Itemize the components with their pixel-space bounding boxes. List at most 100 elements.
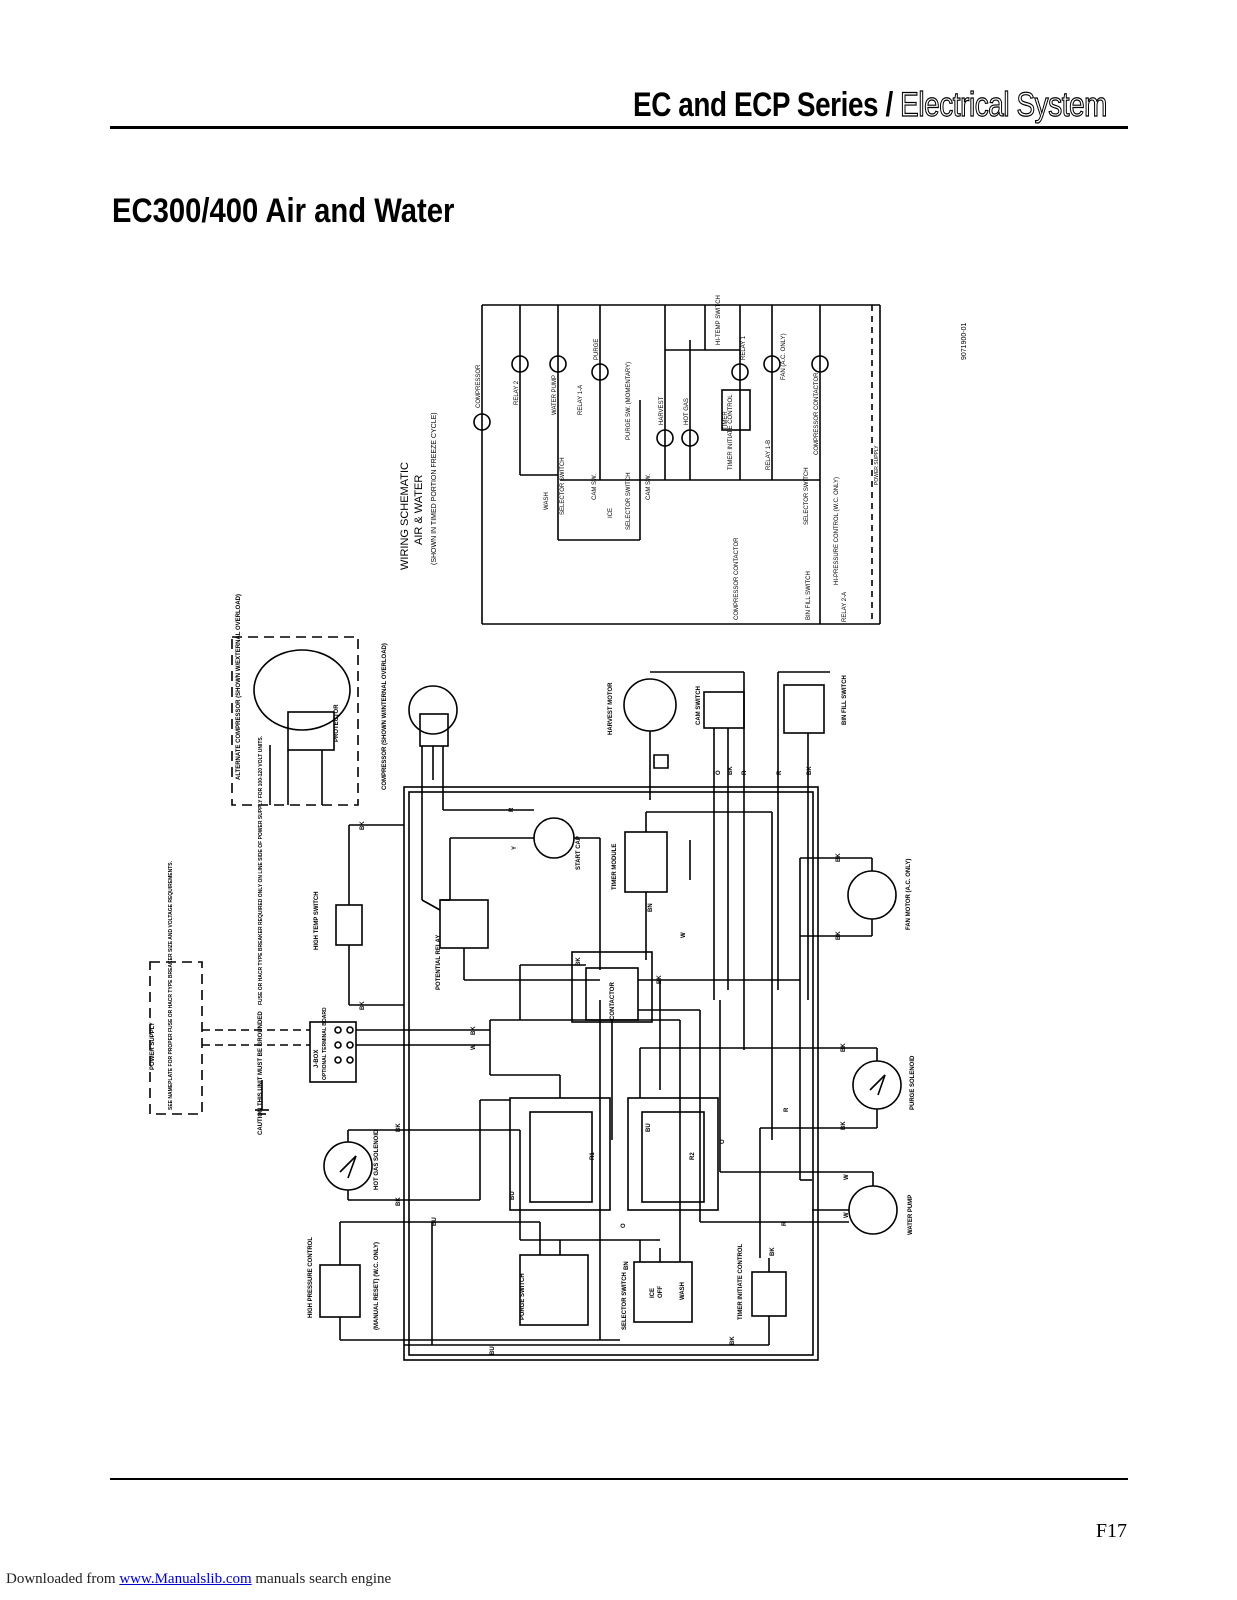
wire-tag-bk: BK (471, 1026, 477, 1035)
alt-compressor-shell (253, 649, 351, 731)
ladder-fan-mot (763, 355, 781, 373)
potential-relay-box (439, 899, 489, 949)
ladder-compressor-label: COMPRESSOR (476, 364, 482, 408)
ladder-fan-label: FAN (A.C. ONLY) (781, 333, 787, 380)
relay-r2-label: R2 (690, 1152, 696, 1160)
wire-tag-w: W (844, 1212, 850, 1218)
contactor-label: CONTACTOR (610, 982, 616, 1020)
jbox-box (309, 1021, 357, 1083)
alt-compressor-terminals (287, 711, 335, 751)
cam-switch-group (703, 691, 745, 1000)
selector-switch-box (633, 1261, 693, 1323)
wire-tag-r: R (509, 807, 515, 812)
wire-tag-bu: BU (646, 1123, 652, 1132)
manual-reset-label: (MANUAL RESET) (W.C. ONLY) (374, 1242, 380, 1330)
manualslib-link[interactable]: www.Manualslib.com (119, 1571, 252, 1587)
wire-tag-bk: BK (396, 1123, 402, 1132)
wire-tag-bk: BK (360, 821, 366, 830)
ladder-hi-pressure-label: HI-PRESSURE CONTROL (W.C. ONLY) (834, 477, 840, 585)
high-pressure-box (319, 1264, 361, 1318)
wire-tag-w: W (681, 932, 687, 938)
schematic-title: WIRING SCHEMATIC (399, 462, 411, 570)
wire-tag-bk: BK (576, 957, 582, 966)
ladder-schematic (473, 304, 881, 625)
ladder-harvest-mot (656, 429, 674, 447)
alt-compressor-group (231, 636, 359, 806)
ladder-timer-label: TIMER (723, 411, 729, 430)
ladder-cam-sw2-label: CAM SW. (646, 474, 652, 500)
relay-r1-box (529, 1111, 593, 1203)
footer-rule (110, 1478, 1128, 1480)
cam-switch-label: CAM SWITCH (696, 686, 702, 725)
cabinet-outline-outer (403, 786, 819, 1361)
wire-tag-o: O (621, 1223, 627, 1228)
high-temp-switch-box (335, 904, 363, 946)
nameplate-note: SEE NAMEPLATE FOR PROPER FUSE OR HACR TY… (168, 860, 174, 1110)
ladder-comp-contactor-label: COMPRESSOR CONTACTOR (814, 372, 820, 455)
ladder-cam-sw-label: CAM SW. (592, 474, 598, 500)
power-supply-box (149, 961, 203, 1115)
wire-tag-bn: BN (648, 903, 654, 912)
harvest-motor-symbol (623, 678, 677, 732)
selector-ice-label: ICE (650, 1288, 656, 1298)
ladder-purge-label: PURGE (594, 339, 600, 360)
high-pressure-label: HIGH PRESSURE CONTROL (308, 1237, 314, 1318)
ladder-harvest-label: HARVEST (659, 396, 665, 425)
fan-motor-label: FAN MOTOR (A.C. ONLY) (906, 859, 912, 930)
potential-relay-group (439, 899, 600, 981)
header-separator: / (878, 86, 901, 124)
wire-tag-bk: BK (770, 1247, 776, 1256)
ladder-relay1b-label: RELAY 1-B (766, 440, 772, 470)
ladder-labels: WIRING SCHEMATIC AIR & WATER (SHOWN IN T… (399, 295, 968, 622)
ladder-compressor-mot (473, 413, 491, 431)
compressor-group (408, 685, 458, 900)
fan-motor-group (799, 857, 897, 1180)
caution-label: CAUTION THIS UNIT MUST BE GROUNDED (258, 1011, 264, 1135)
water-pump-symbol (848, 1185, 898, 1235)
hot-gas-solenoid-symbol (323, 1141, 373, 1191)
ladder-selector2-label: SELECTOR SWITCH (626, 472, 632, 530)
high-temp-switch-label: HIGH TEMP SWITCH (314, 891, 320, 950)
footer-prefix: Downloaded from (6, 1571, 120, 1587)
purge-solenoid-label: PURGE SOLENOID (910, 1055, 916, 1110)
wire-tag-bk: BK (396, 1197, 402, 1206)
ladder-relay1a-label: RELAY 1-A (578, 385, 584, 415)
download-footer: Downloaded from www.Manualslib.com manua… (6, 1571, 391, 1588)
high-pressure-group (319, 1221, 620, 1341)
timer-module-label: TIMER MODULE (612, 844, 618, 890)
ladder-water-pump-label: WATER PUMP (552, 375, 558, 415)
selector-switch-label: SELECTOR SWITCH (622, 1272, 628, 1330)
purge-switch-label: PURGE SWITCH (520, 1273, 526, 1320)
wire-tag-bk: BK (730, 1336, 736, 1345)
page-title: EC300/400 Air and Water (112, 192, 455, 230)
wire-tag-bu: BU (490, 1346, 496, 1355)
wire-tag-r: R (784, 1107, 790, 1112)
schematic-subtitle: AIR & WATER (413, 475, 425, 545)
wire-tag-o: O (720, 1139, 726, 1144)
purge-switch-box (519, 1254, 589, 1326)
wire-tag-r: R (742, 770, 748, 775)
purge-solenoid-group (640, 1047, 902, 1129)
harvest-motor-label: HARVEST MOTOR (608, 682, 614, 735)
wire-tag-bk: BK (836, 853, 842, 862)
compressor-symbol (408, 685, 458, 735)
fan-motor-symbol (847, 870, 897, 920)
wiring-frame (403, 786, 819, 1361)
ladder-relay1-coil (731, 363, 749, 381)
ladder-timer-initiate-label: TIMER INITIATE CONTROL (728, 394, 734, 470)
selector-switch-group (633, 1240, 693, 1323)
wire-tag-bu: BU (432, 1217, 438, 1226)
wiring-labels: ALTERNATE COMPRESSOR (SHOWN W/EXTERNAL O… (150, 594, 916, 1355)
header-section: Electrical System (900, 85, 1108, 124)
ladder-bin-fill-label: BIN FILL SWITCH (806, 571, 812, 620)
ladder-water-pump-mot (549, 355, 567, 373)
ladder-selector3-label: SELECTOR SWITCH (804, 467, 810, 525)
ladder-timer-box (721, 389, 751, 431)
start-cap-symbol (533, 817, 575, 859)
page-number: F17 (1095, 1520, 1127, 1542)
ladder-relay2-label: RELAY 2 (514, 380, 520, 405)
ladder-ice-label: ICE (608, 508, 614, 518)
timer-initiate-group (700, 1258, 787, 1346)
relay-r2-box (641, 1111, 705, 1203)
